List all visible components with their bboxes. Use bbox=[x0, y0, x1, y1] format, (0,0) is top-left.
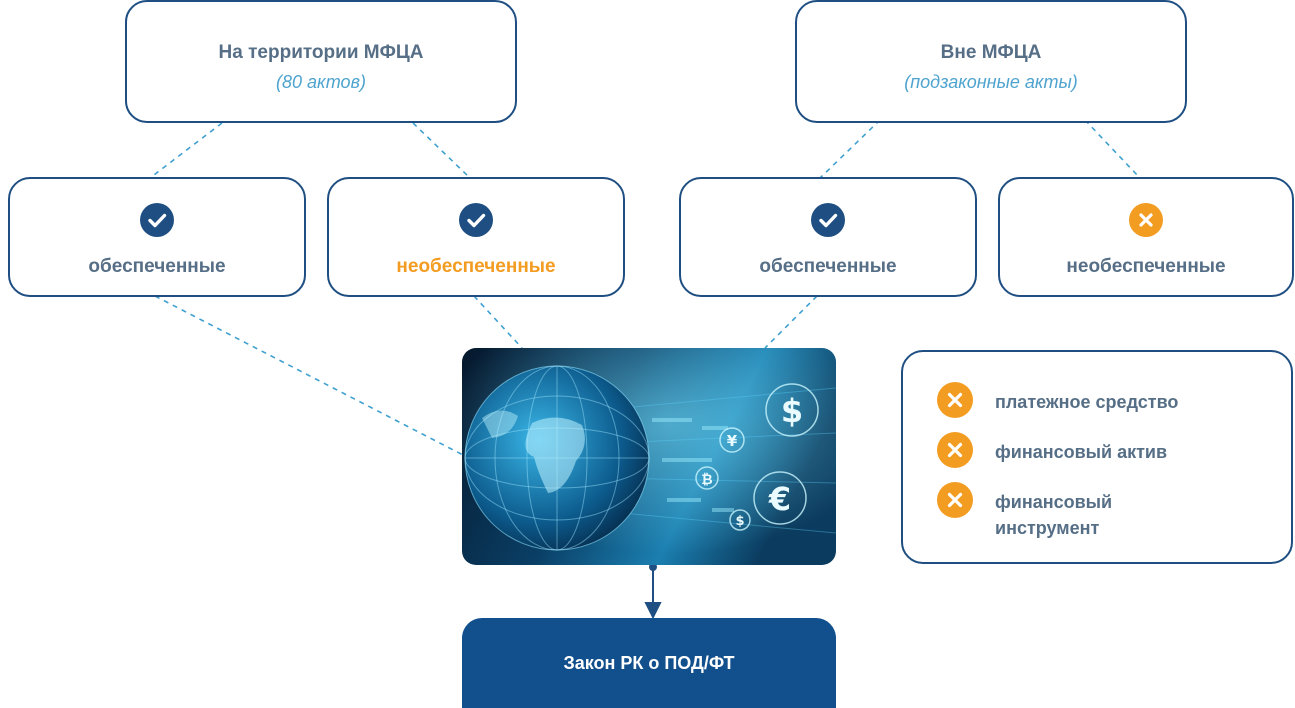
connector-line bbox=[819, 119, 881, 179]
connector-line bbox=[412, 122, 471, 179]
category-label: необеспеченные bbox=[396, 256, 556, 277]
legend-item: финансовый инструмент bbox=[937, 482, 1195, 541]
legend-label: платежное средство bbox=[995, 392, 1179, 412]
legend-label: финансовый актив bbox=[995, 442, 1168, 462]
connector-line bbox=[149, 122, 223, 179]
connector-line bbox=[1084, 119, 1141, 179]
legend-item: финансовый актив bbox=[937, 432, 1195, 468]
top-box-subtitle: (подзаконные акты) bbox=[904, 72, 1078, 92]
globe-currency-image: $ € ¥ ₿ $ bbox=[462, 348, 836, 565]
law-box: Закон РК о ПОД/ФТ bbox=[462, 618, 836, 708]
legend-item: платежное средство bbox=[937, 382, 1195, 418]
connector-line bbox=[764, 295, 818, 349]
cross-icon bbox=[937, 482, 973, 518]
top-box-outside-aifc: Вне МФЦА (подзаконные акты) bbox=[795, 0, 1187, 123]
category-label: обеспеченные bbox=[759, 256, 897, 277]
category-box: обеспеченные bbox=[8, 177, 306, 297]
currency-symbol: ¥ bbox=[727, 432, 738, 450]
currency-symbol: $ bbox=[735, 514, 744, 529]
category-box: необеспеченные bbox=[998, 177, 1294, 297]
check-icon bbox=[459, 203, 493, 237]
currency-symbol: $ bbox=[781, 392, 803, 430]
top-box-title: На территории МФЦА bbox=[218, 42, 424, 63]
category-box: необеспеченные bbox=[327, 177, 625, 297]
check-icon bbox=[140, 203, 174, 237]
arrow-to-law bbox=[644, 563, 662, 620]
top-box-title: Вне МФЦА bbox=[940, 42, 1042, 63]
currency-symbol: ₿ bbox=[701, 472, 712, 488]
top-box-inside-aifc: На территории МФЦА (80 актов) bbox=[125, 0, 517, 123]
currency-symbol: € bbox=[768, 480, 791, 518]
legend-label: финансовый инструмент bbox=[995, 492, 1113, 538]
category-box: обеспеченные bbox=[679, 177, 977, 297]
top-box-subtitle: (80 актов) bbox=[276, 72, 366, 92]
cross-icon bbox=[937, 432, 973, 468]
cross-icon bbox=[1129, 203, 1163, 237]
legend-box: платежное средство финансовый актив фина… bbox=[901, 350, 1293, 564]
law-label: Закон РК о ПОД/ФТ bbox=[563, 652, 735, 673]
connector-line bbox=[154, 295, 464, 456]
category-label: необеспеченные bbox=[1066, 256, 1226, 277]
connector-line bbox=[473, 295, 523, 349]
check-icon bbox=[811, 203, 845, 237]
cross-icon bbox=[937, 382, 973, 418]
category-label: обеспеченные bbox=[88, 256, 226, 277]
